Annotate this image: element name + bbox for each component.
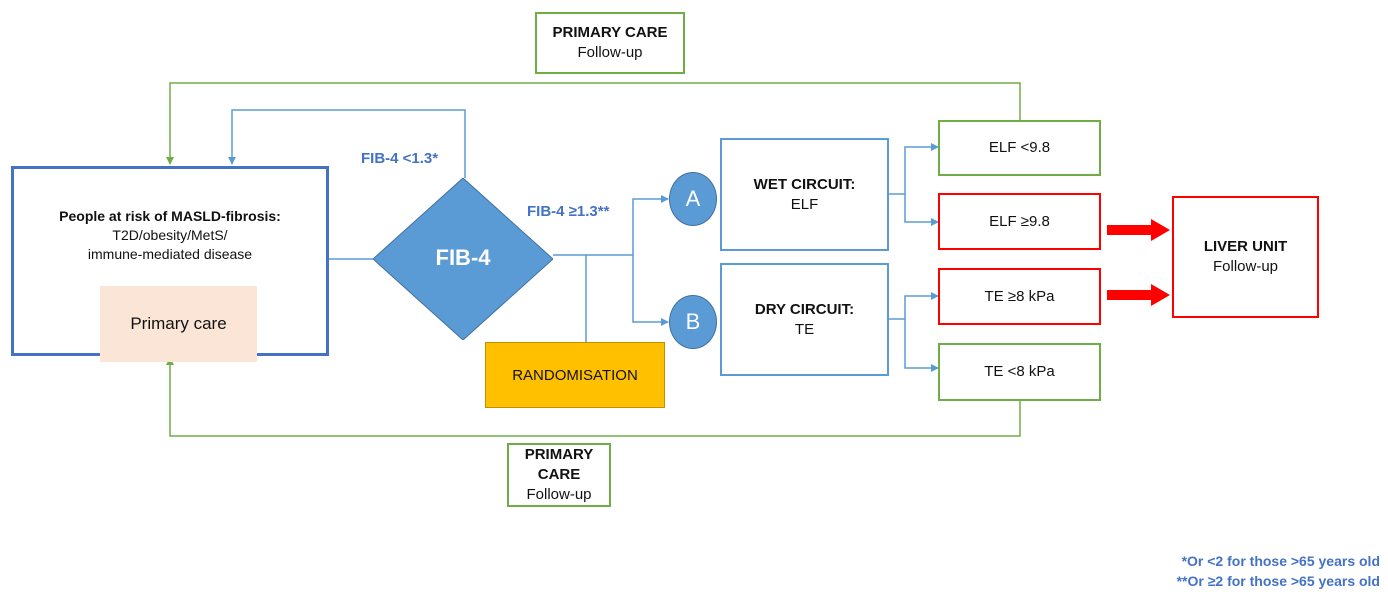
primary-care-followup-bottom: PRIMARY CARE Follow-up [507, 443, 611, 507]
to-arm-b [632, 255, 669, 326]
outcome-elf-low: ELF <9.8 [938, 120, 1101, 176]
dry-circuit-title: DRY CIRCUIT: [754, 300, 855, 318]
population-line3: immune-mediated disease [87, 246, 253, 262]
red-arrow-right-icon [1107, 219, 1170, 241]
population-line2: T2D/obesity/MetS/ [112, 227, 228, 243]
fib4-high-branch-label: FIB-4 ≥1.3** [527, 203, 610, 220]
population-title: People at risk of MASLD-fibrosis: [59, 208, 281, 224]
randomisation-box: RANDOMISATION [485, 342, 665, 408]
footnote-2: **Or ≥2 for those >65 years old [1176, 573, 1380, 589]
liver-unit-box: LIVER UNIT Follow-up [1172, 196, 1319, 318]
to-arm-a [632, 195, 669, 255]
wet-circuit-box: WET CIRCUIT: ELF [720, 138, 889, 251]
liver-unit-title: LIVER UNIT [1203, 238, 1288, 255]
arm-b-marker: B [669, 295, 717, 349]
followup-loop-top [166, 82, 1021, 165]
primary-care-followup-bottom-title: PRIMARY CARE [524, 446, 594, 483]
fib4-low-branch-label: FIB-4 <1.3* [361, 150, 439, 167]
outcome-te-low: TE <8 kPa [938, 343, 1101, 401]
population-box: People at risk of MASLD-fibrosis: T2D/ob… [11, 166, 329, 362]
red-arrow-right-icon [1107, 284, 1170, 306]
dry-circuit-box: DRY CIRCUIT: TE [720, 263, 889, 376]
wet-circuit-title: WET CIRCUIT: [753, 175, 856, 193]
primary-care-setting: Primary care [100, 286, 257, 362]
arm-a-marker: A [669, 172, 717, 226]
wet-circuit-test: ELF [790, 195, 819, 213]
primary-care-followup-top-subtitle: Follow-up [577, 44, 643, 61]
primary-care-followup-bottom-subtitle: Follow-up [526, 486, 592, 503]
dry-circuit-test: TE [794, 320, 815, 338]
outcome-elf-high: ELF ≥9.8 [938, 193, 1101, 250]
primary-care-followup-top: PRIMARY CARE Follow-up [535, 12, 685, 74]
outcome-te-high: TE ≥8 kPa [938, 268, 1101, 325]
fib4-decision-diamond [373, 178, 553, 340]
liver-unit-subtitle: Follow-up [1212, 258, 1279, 275]
primary-care-followup-top-title: PRIMARY CARE [552, 24, 668, 41]
fib4-decision-label: FIB-4 [435, 245, 491, 270]
footnote-1: *Or <2 for those >65 years old [1181, 553, 1380, 569]
